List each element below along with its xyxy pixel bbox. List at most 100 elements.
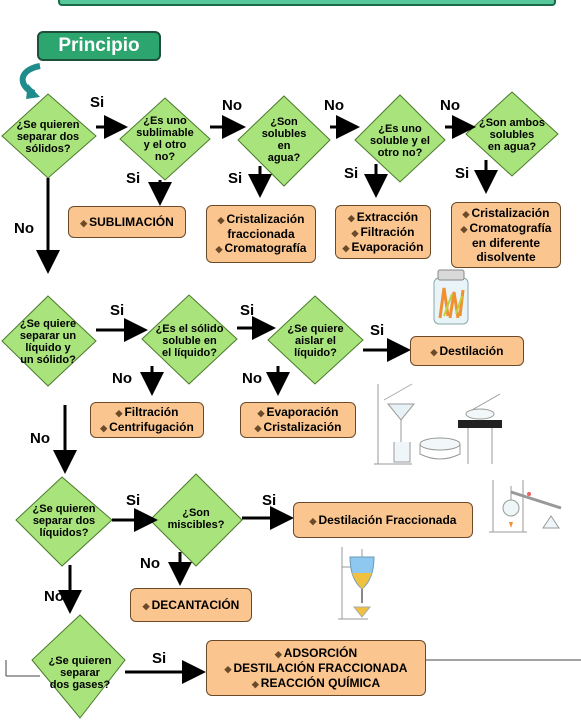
yes-label-q5: Si xyxy=(455,165,470,182)
bullet-icon: ◆ xyxy=(342,242,350,253)
yes-label-q3: Si xyxy=(228,170,243,187)
yes-label-q1: Si xyxy=(90,94,105,111)
result-text: Filtración xyxy=(360,224,415,239)
diamond-text-line: otro no? xyxy=(377,147,423,159)
yes-label-q9: Si xyxy=(126,492,141,509)
diamond-text-line: aislar el xyxy=(295,335,336,347)
no-label-q6: No xyxy=(30,430,50,447)
diamond-text-line: dos gases? xyxy=(49,679,111,691)
yes-label-q6: Si xyxy=(110,302,125,319)
result-text: Destilación xyxy=(439,343,504,358)
result-line: ◆Filtración xyxy=(352,225,415,240)
yes-label-q10: Si xyxy=(262,492,277,509)
no-label-q1: No xyxy=(14,220,34,237)
diamond-text-line: separar xyxy=(60,667,100,679)
result-text: disolvente xyxy=(476,250,536,264)
diamond-text-line: separar dos xyxy=(16,131,80,143)
diamond-text-line: en agua? xyxy=(487,141,537,153)
start-box: Principio xyxy=(37,31,161,61)
result-text: Evaporación xyxy=(351,239,424,254)
result-line: ◆Cromatografía xyxy=(216,241,307,256)
diamond-text-line: solubles xyxy=(261,128,307,140)
diamond-text-line: ¿Es uno xyxy=(143,115,187,127)
result-line: ◆Cristalización xyxy=(255,420,342,435)
no-label-q4: No xyxy=(440,97,460,114)
q10-diamond xyxy=(149,473,243,567)
bullet-icon: ◆ xyxy=(217,215,225,225)
bullet-icon: ◆ xyxy=(142,600,150,611)
diamond-text-line: líquido y xyxy=(25,342,71,354)
diamond-text-line: ¿Se quieren xyxy=(32,503,96,515)
result-line: ◆DECANTACIÓN xyxy=(143,598,240,613)
diamond-text-line: no? xyxy=(154,151,176,163)
result-text: Destilación Fraccionada xyxy=(318,512,457,527)
result-line: ◆DESTILACIÓN FRACCIONADA xyxy=(225,661,408,676)
result-text: Cromatografía xyxy=(224,241,307,255)
diamond-text-line: ¿Son ambos xyxy=(478,117,545,129)
result-text: Evaporación xyxy=(266,405,339,419)
result-filtracion: ◆Filtración◆ Centrifugación xyxy=(90,402,204,438)
q3-diamond xyxy=(237,95,331,187)
bullet-icon: ◆ xyxy=(251,678,259,689)
result-line: ◆Cristalización xyxy=(463,206,550,221)
result-text: REACCIÓN QUÍMICA xyxy=(260,675,381,690)
q5-diamond xyxy=(465,91,559,177)
result-line: en diferente xyxy=(472,236,540,250)
bullet-icon: ◆ xyxy=(215,244,223,254)
yes-label-q2: Si xyxy=(126,170,141,187)
diamond-text-line: el líquido? xyxy=(161,347,217,359)
bullet-icon: ◆ xyxy=(257,408,265,418)
result-text: Cristalización xyxy=(226,212,305,226)
bullet-icon: ◆ xyxy=(460,224,468,234)
yes-label-q4: Si xyxy=(344,165,359,182)
result-line: ◆Evaporación xyxy=(343,240,424,255)
bullet-icon: ◆ xyxy=(274,648,282,659)
result-line: ◆Destilación xyxy=(431,344,504,359)
q4-diamond xyxy=(354,94,446,183)
yes-label-q7: Si xyxy=(240,302,255,319)
bullet-icon: ◆ xyxy=(351,227,359,238)
yes-label-q11: Si xyxy=(152,650,167,667)
diamond-text-line: ¿Se quieren xyxy=(48,655,112,667)
diamond-text-line: solubles xyxy=(489,129,535,141)
diamond-text-line: ¿Se quieren xyxy=(16,119,80,131)
yes-label-q8: Si xyxy=(370,322,385,339)
distillation-apparatus-illustration xyxy=(489,480,562,533)
diamond-text-line: líquido? xyxy=(294,347,337,359)
result-line: ◆Filtración xyxy=(116,405,179,420)
diamond-text-line: separar un xyxy=(19,330,77,342)
q9-diamond xyxy=(15,476,113,567)
q6-diamond xyxy=(1,295,97,387)
no-label-q9: No xyxy=(44,588,64,605)
filtration-apparatus-illustration xyxy=(374,383,502,465)
result-line: ◆ADSORCIÓN xyxy=(275,646,357,661)
diamond-text-line: miscibles? xyxy=(167,519,225,531)
q7-diamond xyxy=(141,294,238,385)
q8-diamond xyxy=(267,295,364,385)
bullet-icon: ◆ xyxy=(80,217,88,228)
bottle-illustration xyxy=(433,269,469,325)
diamond-text-line: sólidos? xyxy=(25,143,71,155)
diamond-text-line: ¿Son xyxy=(270,116,298,128)
bullet-icon: ◆ xyxy=(115,408,123,418)
diamond-text-line: en xyxy=(277,140,291,152)
result-extraccion: ◆Extracción◆Filtración◆Evaporación xyxy=(335,205,431,259)
title-banner xyxy=(58,0,556,6)
diamond-text-line: separar dos xyxy=(32,515,96,527)
result-text: Centrifugación xyxy=(109,420,194,434)
bullet-icon: ◆ xyxy=(347,212,355,223)
